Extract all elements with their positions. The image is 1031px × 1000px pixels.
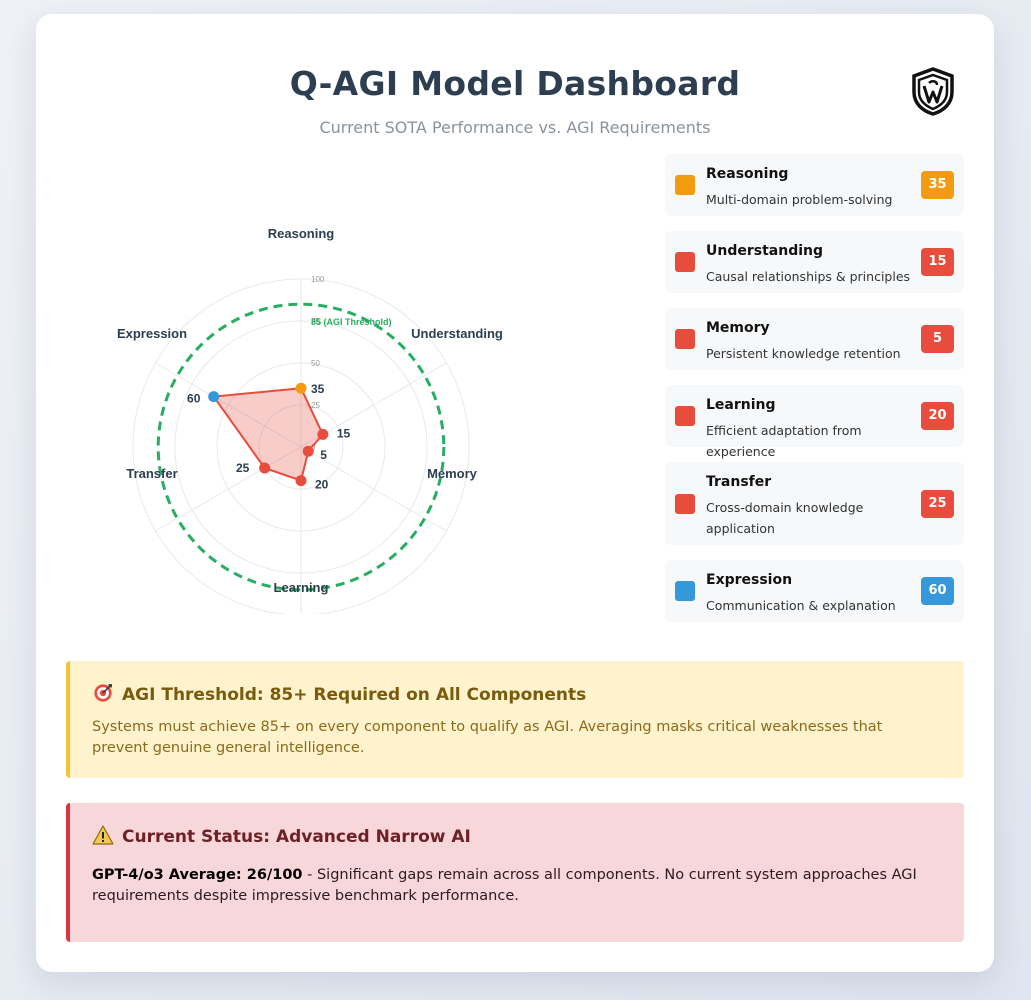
axis-spoke xyxy=(155,362,302,448)
legend-score-badge: 20 xyxy=(921,402,954,430)
legend-description: Multi-domain problem-solving xyxy=(706,192,893,207)
status-average: GPT-4/o3 Average: 26/100 xyxy=(92,867,303,883)
legend-swatch xyxy=(675,581,695,601)
legend-score-badge: 35 xyxy=(921,171,954,199)
data-label-reasoning: 35 xyxy=(311,382,325,396)
legend-swatch xyxy=(675,406,695,426)
axis-label-transfer: Transfer xyxy=(126,466,177,481)
legend-swatch xyxy=(675,329,695,349)
data-point-expression xyxy=(208,391,220,403)
axis-spoke xyxy=(155,446,302,532)
legend-swatch xyxy=(675,175,695,195)
legend-description: Efficient adaptation from experience xyxy=(706,423,862,459)
axis-label-understanding: Understanding xyxy=(411,326,503,341)
data-point-transfer xyxy=(259,462,271,474)
axis-label-reasoning: Reasoning xyxy=(268,226,335,241)
legend-name: Memory xyxy=(706,320,770,336)
legend-swatch xyxy=(675,493,695,514)
tick-label: 75 xyxy=(311,317,320,326)
legend-name: Learning xyxy=(706,397,776,413)
legend-name: Expression xyxy=(706,572,793,588)
data-point-learning xyxy=(295,475,307,487)
data-label-transfer: 25 xyxy=(236,461,250,475)
status-description: - Significant gaps remain across all com… xyxy=(92,867,917,904)
status-alert-title: Current Status: Advanced Narrow AI xyxy=(92,825,471,847)
tick-label: 50 xyxy=(311,359,320,368)
tick-label: 100 xyxy=(311,275,325,284)
data-label-learning: 20 xyxy=(315,478,329,492)
legend-score-badge: 15 xyxy=(921,248,954,276)
axis-spoke xyxy=(300,446,447,532)
legend-description: Cross-domain knowledge application xyxy=(706,500,864,536)
legend-name: Transfer xyxy=(706,474,772,490)
threshold-alert-title: AGI Threshold: 85+ Required on All Compo… xyxy=(92,683,586,705)
legend-swatch xyxy=(675,252,695,272)
threshold-label: 85 (AGI Threshold) xyxy=(311,317,392,327)
status-alert-text: GPT-4/o3 Average: 26/100 - Significant g… xyxy=(92,865,924,907)
legend-score-badge: 25 xyxy=(921,489,954,518)
threshold-alert-text: Systems must achieve 85+ on every compon… xyxy=(92,719,883,756)
axis-label-expression: Expression xyxy=(117,326,187,341)
legend-description: Communication & explanation xyxy=(706,598,896,613)
axis-label-learning: Learning xyxy=(274,580,329,595)
legend-description: Persistent knowledge retention xyxy=(706,346,901,361)
page-subtitle: Current SOTA Performance vs. AGI Require… xyxy=(319,118,711,137)
threshold-alert-title-text: AGI Threshold: 85+ Required on All Compo… xyxy=(122,685,587,705)
data-label-memory: 5 xyxy=(320,448,327,462)
radar-chart: 0 25 50 75 100 85 (AGI Threshold) 35 15 5 20 25 60 R… xyxy=(117,226,503,614)
legend-name: Understanding xyxy=(706,243,824,259)
data-point-memory xyxy=(302,445,314,457)
threshold-alert: AGI Threshold: 85+ Required on All Compo… xyxy=(66,661,964,778)
axis-label-memory: Memory xyxy=(427,466,478,481)
legend-score-badge: 60 xyxy=(921,577,954,605)
threshold-ring xyxy=(156,302,446,592)
shield-logo-icon xyxy=(912,67,954,116)
data-label-expression: 60 xyxy=(187,392,201,406)
warning-icon xyxy=(92,825,114,847)
tick-label: 0 xyxy=(311,443,316,452)
page-title: Q-AGI Model Dashboard xyxy=(289,64,741,103)
data-point-reasoning xyxy=(295,382,307,394)
dashboard-card: Q-AGI Model Dashboard Current SOTA Perfo… xyxy=(36,14,994,972)
tick-label: 25 xyxy=(311,401,320,410)
status-alert: Current Status: Advanced Narrow AI GPT-4… xyxy=(66,803,964,942)
data-point-understanding xyxy=(317,428,329,440)
legend-name: Reasoning xyxy=(706,166,789,182)
status-alert-title-text: Current Status: Advanced Narrow AI xyxy=(122,827,471,847)
legend-description: Causal relationships & principles xyxy=(706,269,911,284)
target-icon xyxy=(92,683,114,705)
data-label-understanding: 15 xyxy=(337,426,351,440)
legend-score-badge: 5 xyxy=(921,325,954,353)
